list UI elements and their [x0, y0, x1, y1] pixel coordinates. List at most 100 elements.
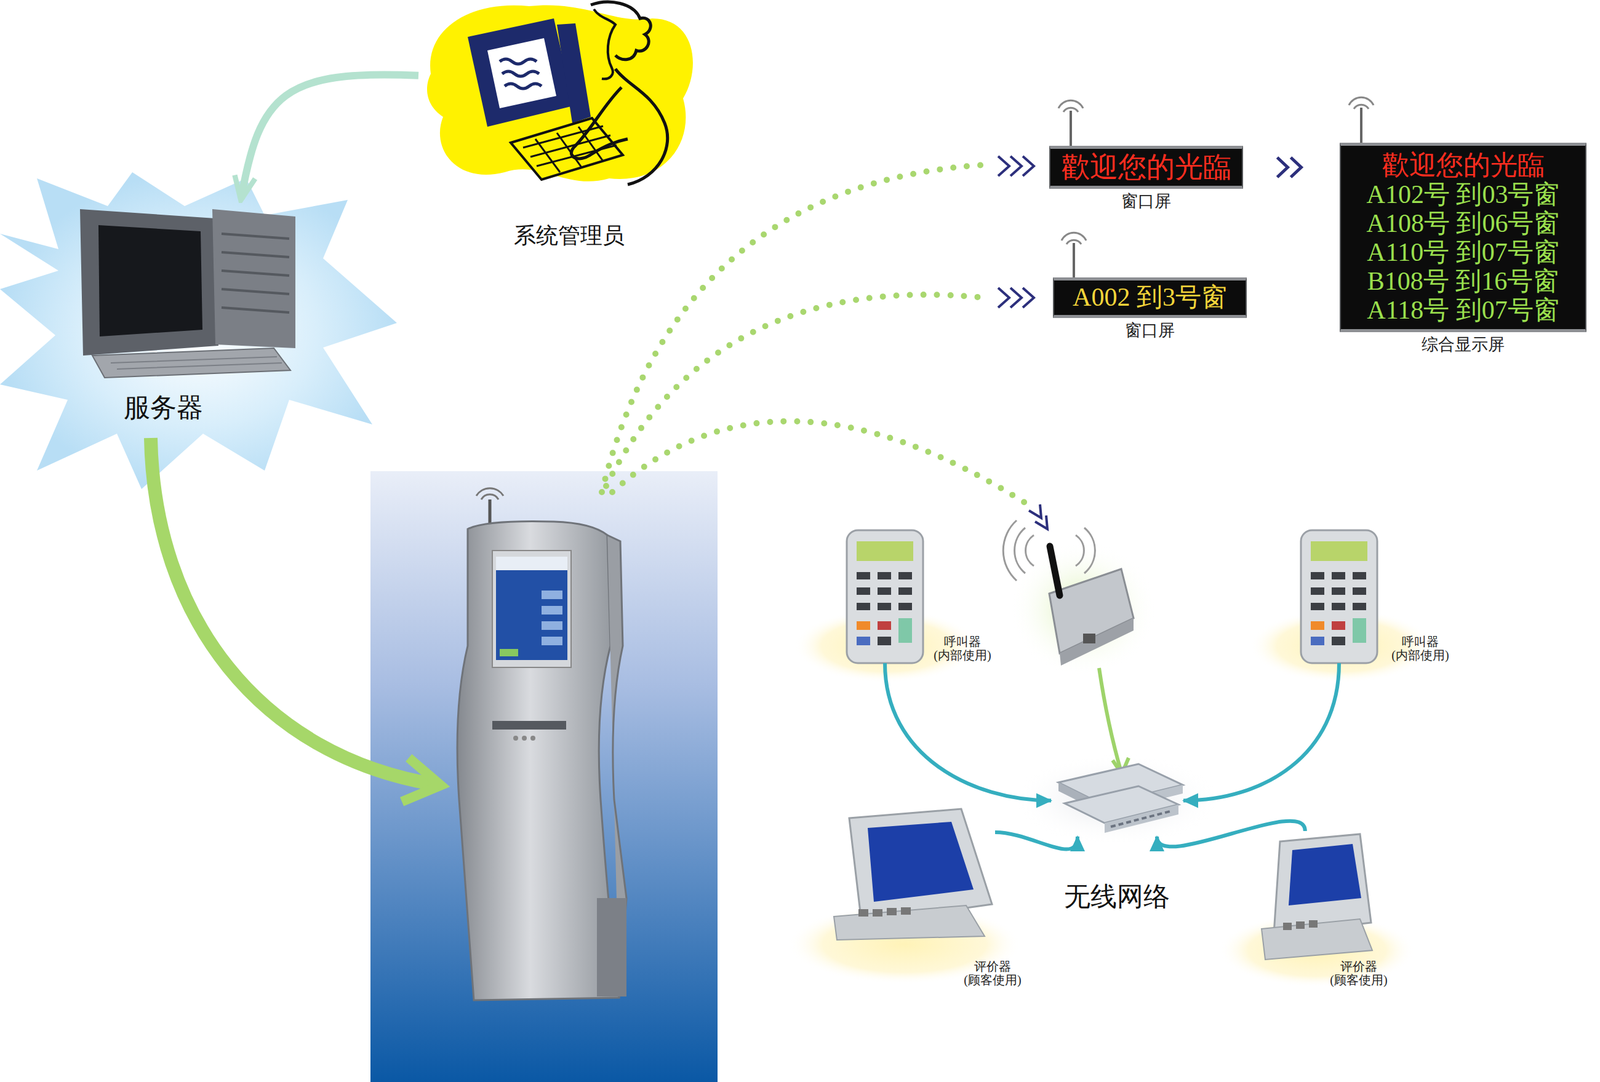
caller-device: 呼叫器 (内部使用) — [1300, 530, 1378, 664]
admin-illustration-part — [427, 4, 693, 181]
server-illustration-part — [92, 348, 291, 378]
caller-illustration-part — [1310, 636, 1325, 646]
caller-illustration-part-part — [877, 587, 892, 596]
caller-illustration-part-part — [1352, 603, 1367, 611]
device-caption: 评价器 (顾客使用) — [1329, 960, 1388, 988]
chevron — [1277, 157, 1288, 178]
network-link — [884, 663, 1052, 802]
caller-illustration-part — [1331, 636, 1346, 646]
caller-device: 呼叫器 (内部使用) — [846, 530, 924, 664]
device-glow-part — [1218, 913, 1416, 988]
caller-illustration-part — [1300, 530, 1378, 664]
kiosk-illustration-part — [541, 621, 563, 631]
rating-illustration-part — [849, 809, 992, 924]
window-screen: 歡迎您的光臨窗口屏 — [1049, 145, 1244, 189]
led-text: A110号 到07号窗 — [1366, 238, 1559, 268]
connector-line — [995, 832, 1078, 850]
caller-illustration-part — [1310, 541, 1368, 562]
network-link — [1183, 663, 1340, 802]
admin-figure: 系统管理员 — [418, 0, 700, 189]
admin-illustration-part — [615, 68, 668, 185]
led-text: A118号 到07号窗 — [1366, 296, 1559, 325]
device-caption: 评价器 (顾客使用) — [963, 960, 1021, 988]
caller-illustration-part — [1352, 618, 1367, 644]
rating-illustration-part — [872, 909, 883, 917]
rating-illustration-part — [858, 909, 869, 917]
caller-illustration-part-part — [856, 572, 871, 580]
caller-illustration-part-part — [1352, 587, 1367, 596]
kiosk-illustration-part — [596, 898, 627, 997]
wireless-signal-part — [601, 164, 985, 493]
caller-illustration-part-part — [898, 572, 912, 580]
kiosk-illustration-part — [521, 736, 527, 741]
admin-arrow — [241, 74, 419, 199]
screen-caption: 窗口屏 — [1121, 192, 1172, 212]
hub-illustration — [1058, 764, 1183, 834]
admin-illustration-part — [487, 38, 557, 109]
kiosk-illustration-part — [457, 521, 620, 1002]
kiosk-illustration-part — [496, 556, 568, 661]
admin-illustration-part — [499, 59, 542, 89]
caller-illustration-part-part — [856, 603, 871, 611]
transceiver-illustration-part — [1049, 546, 1060, 596]
caller-illustration-part-part — [1310, 603, 1325, 611]
caller-illustration-part — [898, 618, 912, 644]
kiosk-illustration-part — [499, 649, 519, 657]
hub-illustration-part — [1110, 811, 1173, 828]
rating-device: 评价器 (顾客使用) — [1260, 831, 1373, 965]
server-illustration-part — [110, 356, 282, 370]
server-kiosk-arrow-part — [150, 438, 439, 786]
admin-illustration-part — [467, 18, 574, 127]
rating-illustration — [833, 809, 1373, 960]
admin-illustration-part — [510, 118, 623, 180]
caller-illustration-part — [1310, 621, 1325, 631]
led-text: B108号 到16号窗 — [1367, 267, 1560, 296]
rating-illustration-part — [1288, 844, 1362, 906]
rating-illustration-part — [1296, 921, 1305, 930]
rating-illustration-part — [833, 905, 985, 941]
device-caption: 无线网络 — [1064, 881, 1170, 912]
caller-illustration-part-part — [856, 587, 871, 596]
caller-illustration-part-part — [898, 603, 912, 611]
caller-illustration-part — [877, 636, 892, 646]
kiosk-illustration-part — [541, 590, 563, 600]
kiosk-illustration-part — [496, 556, 568, 571]
wireless-signal — [601, 156, 1048, 530]
hub-illustration-part — [1104, 804, 1179, 834]
chevron — [1291, 157, 1302, 178]
device-caption: 呼叫器 (内部使用) — [933, 635, 991, 663]
admin-illustration-part — [590, 1, 651, 60]
network-link — [995, 832, 1078, 850]
rating-illustration-part — [1261, 919, 1373, 960]
caller-illustration-part-part — [877, 603, 892, 611]
device-caption: 服务器 — [123, 392, 204, 423]
network-link — [1156, 821, 1306, 848]
caller-illustration-part — [877, 621, 892, 631]
caller-illustration-part-part — [1331, 603, 1346, 611]
rating-illustration-part — [900, 907, 911, 916]
led-text: A108号 到06号窗 — [1366, 209, 1560, 239]
server-illustration-part — [80, 209, 219, 356]
caller-illustration-part — [856, 572, 912, 611]
caller-illustration-part — [1331, 621, 1346, 631]
kiosk-illustration-part — [530, 736, 536, 741]
server-kiosk-arrow — [150, 438, 439, 786]
caller-illustration-part-part — [1352, 572, 1367, 580]
rating-illustration-part — [886, 908, 897, 916]
rating-illustration-part — [1283, 923, 1292, 931]
screen-caption: 综合显示屏 — [1421, 335, 1505, 355]
admin-illustration-part — [556, 23, 591, 124]
antenna-part — [1360, 107, 1363, 143]
server-node: 服务器 — [76, 198, 296, 433]
kiosk-illustration-part — [513, 736, 519, 741]
server-illustration-part — [221, 233, 290, 313]
transceiver-illustration-part — [1049, 569, 1134, 654]
caller-illustration — [846, 530, 1378, 664]
caller-illustration-part-part — [877, 572, 892, 580]
caller-illustration-part-part — [898, 587, 912, 596]
kiosk-illustration-part — [541, 606, 563, 615]
caller-illustration-part — [1310, 572, 1367, 611]
wireless-signal-part — [1028, 504, 1048, 530]
transceiver-illustration-part — [1083, 633, 1096, 644]
kiosk-illustration-part — [541, 636, 563, 646]
